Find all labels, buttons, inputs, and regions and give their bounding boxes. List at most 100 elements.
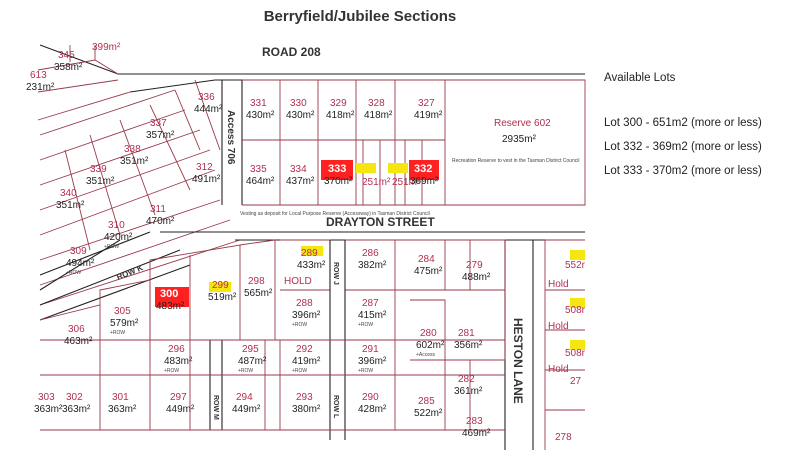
lot-area: 487m² (238, 356, 267, 367)
lot-area: 469m² (462, 428, 491, 439)
lot-number: 311 (150, 204, 166, 215)
available-lot-item[interactable]: Lot 300 - 651m2 (more or less) (604, 117, 762, 129)
lot-number: 296 (168, 344, 185, 355)
lot-area: +Access (416, 352, 436, 358)
lot-area: 231m² (26, 82, 55, 93)
lot-number: 299 (212, 280, 229, 291)
lot-area: 358m² (54, 62, 83, 73)
lot-number: 300 (160, 288, 178, 300)
lot-area: 396m² (292, 310, 321, 321)
hold-label: HOLD (284, 276, 312, 287)
lot-area: 357m² (146, 130, 175, 141)
lot-number: 251m² (392, 177, 421, 188)
lot-area: 351m² (86, 176, 115, 187)
lot-number: 306 (68, 324, 85, 335)
lot-number: 305 (114, 306, 131, 317)
lot-area: 494m² (66, 258, 95, 269)
row-j-label: ROW J (332, 262, 339, 285)
lot-332-highlight[interactable] (409, 160, 439, 180)
lot-300-highlight[interactable] (155, 287, 189, 307)
lot-number: 345 (58, 50, 75, 61)
hold-label: Hold (548, 321, 569, 332)
reserve-area: 2935m² (502, 134, 537, 145)
lot-area: 428m² (358, 404, 387, 415)
available-lot-item[interactable]: Lot 332 - 369m2 (more or less) (604, 141, 762, 153)
lot-number: 301 (112, 392, 129, 403)
lot-number: 283 (466, 416, 483, 427)
hold-label: Hold (548, 279, 569, 290)
lot-area: 363m² (62, 404, 91, 415)
lot-area: 430m² (286, 110, 315, 121)
lot-area: 418m² (364, 110, 393, 121)
lot-area: +ROW (66, 270, 81, 276)
lot-number: 290 (362, 392, 379, 403)
lot-number: 303 (38, 392, 55, 403)
available-lots-panel: Available Lots Lot 300 - 651m2 (more or … (604, 72, 794, 189)
lot-area: 419m² (292, 356, 321, 367)
lot-area: +ROW (358, 368, 373, 374)
lot-labels: 345358m²399m²613231m²336444m²337357m²338… (26, 42, 586, 443)
lot-small-yellow-1 (356, 163, 376, 173)
lot-number: 332 (414, 163, 432, 175)
lot-number: 552r (565, 260, 586, 271)
lot-number: 327 (418, 98, 435, 109)
lot-number: 251m² (362, 177, 391, 188)
lot-area: +ROW (110, 330, 125, 336)
lot-area: 522m² (414, 408, 443, 419)
lot-number: 335 (250, 164, 267, 175)
lot-number: 279 (466, 260, 483, 271)
lot-area: +ROW (104, 244, 119, 250)
lot-area: 415m² (358, 310, 387, 321)
lot-area: 565m² (244, 288, 273, 299)
lot-289-yellow (301, 246, 323, 256)
lot-area: 444m² (194, 104, 223, 115)
lot-number: 282 (458, 374, 475, 385)
lot-area: 363m² (108, 404, 137, 415)
lot-small-yellow-2 (388, 163, 408, 173)
lot-number: 339 (90, 164, 107, 175)
lot-area: 370m² (324, 176, 353, 187)
lot-number: 294 (236, 392, 253, 403)
lot-area: 418m² (326, 110, 355, 121)
access-706-label: Access 706 (225, 110, 236, 165)
row-l-label: ROW L (332, 395, 339, 419)
lot-area: 602m² (416, 340, 445, 351)
lot-number: 27 (570, 376, 582, 387)
lot-area: +ROW (292, 322, 307, 328)
available-lots-heading: Available Lots (604, 72, 676, 84)
lot-area: 361m² (454, 386, 483, 397)
lot-area: +ROW (292, 368, 307, 374)
lot-number: 508r (565, 305, 586, 316)
lot-number: 328 (368, 98, 385, 109)
lot-number: 340 (60, 188, 77, 199)
lot-area: 382m² (358, 260, 387, 271)
lot-number: 508r (565, 348, 586, 359)
row-k-label: ROW K (115, 263, 144, 282)
road-208-label: ROAD 208 (262, 45, 321, 59)
lot-area: 437m² (286, 176, 315, 187)
lot-area: 488m² (462, 272, 491, 283)
lot-number: 286 (362, 248, 379, 259)
lot-area: 363m² (34, 404, 63, 415)
lot-area: 449m² (166, 404, 195, 415)
lot-number: 334 (290, 164, 307, 175)
hold-label: Hold (548, 364, 569, 375)
lot-333-highlight[interactable] (321, 160, 353, 180)
lot-number: 287 (362, 298, 379, 309)
available-lot-item[interactable]: Lot 333 - 370m2 (more or less) (604, 165, 762, 177)
lot-number: 302 (66, 392, 83, 403)
lot-number: 310 (108, 220, 125, 231)
heston-lane-label: HESTON LANE (511, 318, 525, 404)
lot-number: 309 (70, 246, 87, 257)
lot-number: 289 (301, 248, 318, 259)
lot-area: 420m² (104, 232, 133, 243)
lot-area: +ROW (358, 322, 373, 328)
lot-right-yellow-1 (570, 250, 585, 260)
lot-area: 380m² (292, 404, 321, 415)
lot-area: 356m² (454, 340, 483, 351)
lot-area: 369m² (410, 176, 439, 187)
lot-area: 351m² (120, 156, 149, 167)
lot-area: 491m² (192, 174, 221, 185)
lot-area: 419m² (414, 110, 443, 121)
